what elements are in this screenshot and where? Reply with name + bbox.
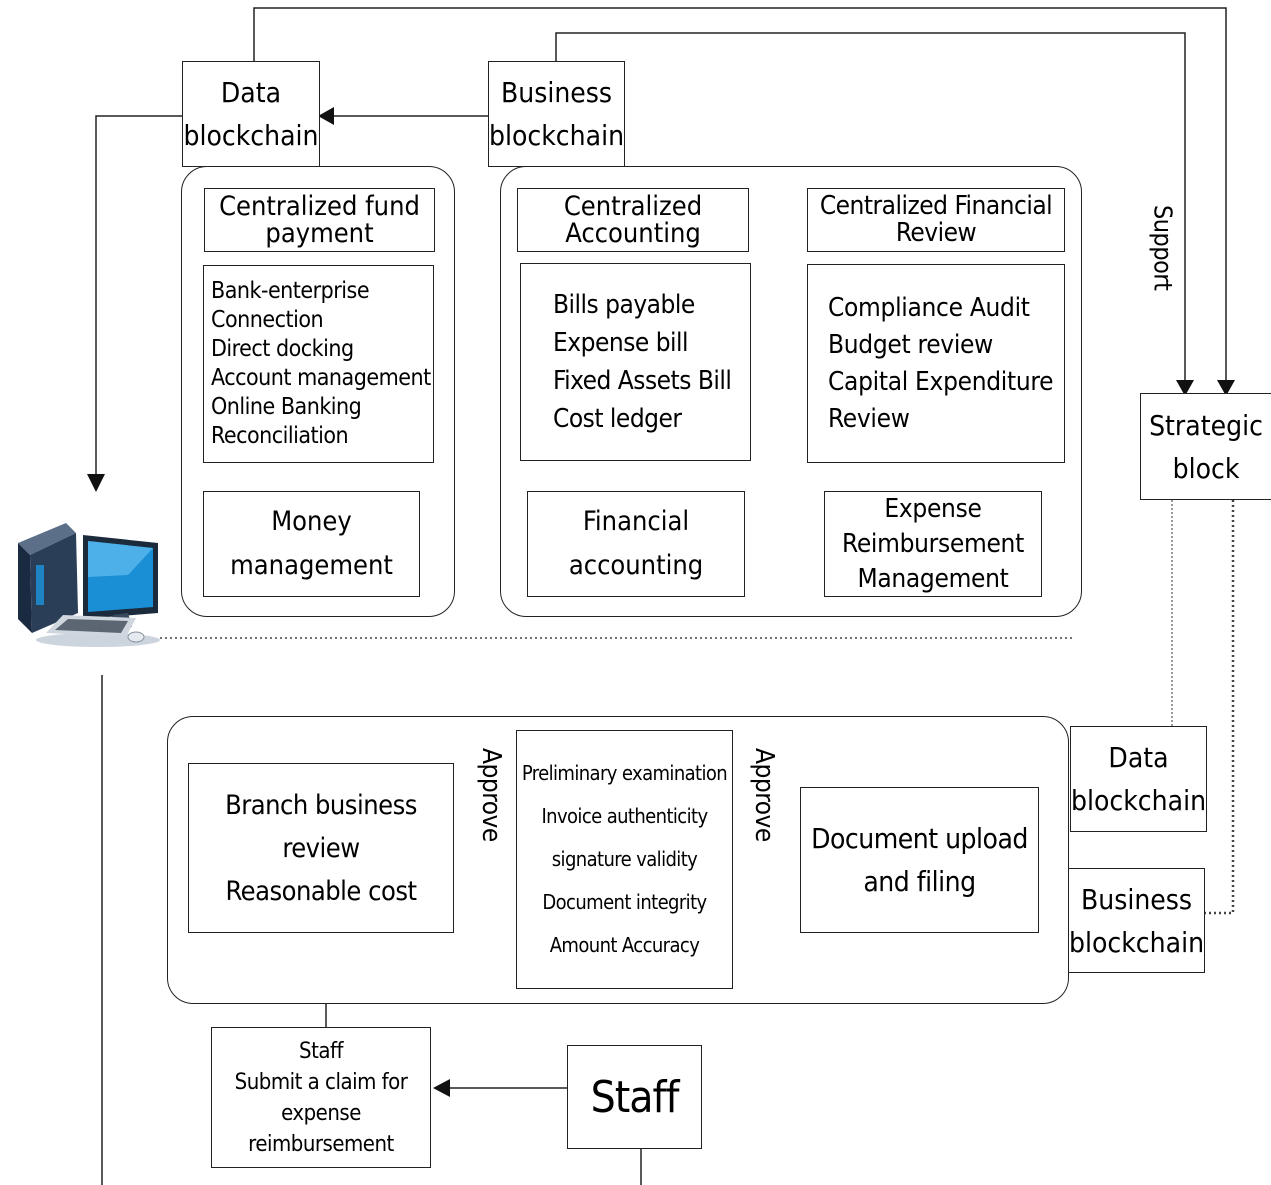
money-management-box: Money management [203,491,420,597]
support-label-wrap: Support [1143,205,1183,315]
business-blockchain-box-lower: Business blockchain [1068,868,1205,973]
fund-payment-items: Bank-enterprise Connection Direct dockin… [203,265,434,463]
review-title: Centralized Financial Review [807,188,1065,252]
financial-accounting-box: Financial accounting [527,491,745,597]
data-blockchain-box: Data blockchain [182,61,320,167]
review-items: Compliance Audit Budget review Capital E… [807,264,1065,463]
data-to-computer-line [95,115,182,474]
business-blockchain-box: Business blockchain [488,61,625,167]
branch-review-box: Branch business review Reasonable cost [188,763,454,933]
strategic-block-box: Strategic block [1140,393,1271,500]
approve-label-1: Approve [476,748,506,842]
accounting-items: Bills payable Expense bill Fixed Assets … [520,263,751,461]
arrowhead-support [1176,380,1194,396]
arrowhead-submit [433,1079,450,1097]
data-chain-to-strategic-line [253,7,1227,381]
fund-payment-title: Centralized fund payment [204,188,435,252]
expense-reimbursement-box: Expense Reimbursement Management [824,491,1042,597]
business-chain-to-strategic-line [555,32,1186,381]
accounting-title: Centralized Accounting [517,188,749,252]
computer-icon [8,515,168,650]
approve-label-1-wrap: Approve [473,748,509,858]
staff-submit-claim-box: Staff Submit a claim for expense reimbur… [211,1027,431,1168]
document-upload-box: Document upload and filing [800,787,1039,933]
support-label: Support [1148,205,1178,291]
arrowhead-data-chain [318,107,334,125]
arrowhead-computer [87,474,105,492]
staff-box: Staff [567,1045,702,1149]
approve-label-2: Approve [749,748,779,842]
strategic-to-business-dotted [1205,500,1235,915]
arrowhead-strategic [1217,380,1235,396]
approve-label-2-wrap: Approve [746,748,782,858]
data-blockchain-box-lower: Data blockchain [1070,726,1207,832]
examination-box: Preliminary examination Invoice authenti… [516,730,733,989]
